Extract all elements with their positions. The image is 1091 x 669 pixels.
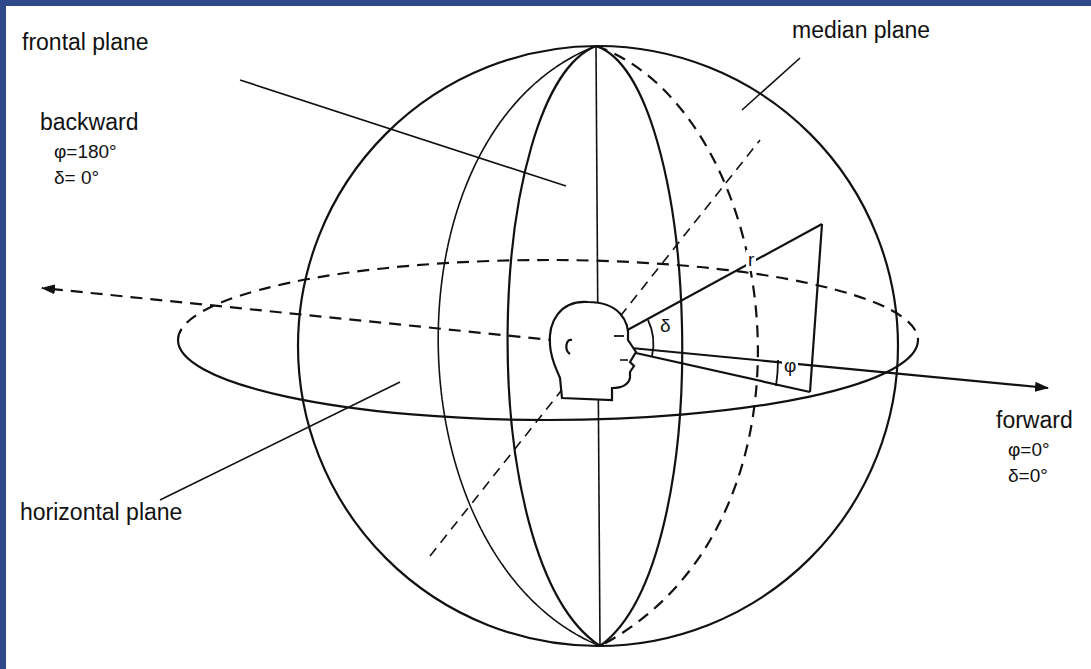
plane-label: median plane bbox=[792, 18, 930, 43]
elevation-arc bbox=[648, 320, 653, 356]
slide-border bbox=[0, 0, 1091, 6]
radius-line bbox=[600, 224, 822, 345]
leader-line bbox=[240, 80, 566, 186]
forward-arrow bbox=[600, 345, 1048, 388]
azimuth-arc bbox=[776, 360, 778, 386]
projection-line bbox=[810, 224, 822, 392]
angle-value: φ=180° bbox=[54, 142, 117, 163]
plane-label: frontal plane bbox=[22, 30, 149, 55]
slide-border bbox=[0, 0, 6, 669]
radius-symbol: r bbox=[746, 250, 756, 271]
backward-arrow bbox=[42, 288, 600, 345]
plane-label: horizontal plane bbox=[20, 500, 182, 525]
azimuth-symbol: φ bbox=[782, 356, 798, 377]
angle-value: δ=0° bbox=[1008, 466, 1048, 487]
angle-value: δ= 0° bbox=[54, 168, 99, 189]
angle-value: φ=0° bbox=[1008, 440, 1050, 461]
leader-line bbox=[160, 382, 400, 500]
direction-label: forward bbox=[996, 408, 1073, 433]
elevation-symbol: δ bbox=[658, 316, 673, 337]
sphere-outline bbox=[298, 46, 898, 646]
horizontal-plane-back bbox=[178, 260, 918, 340]
direction-label: backward bbox=[40, 110, 138, 135]
leader-line bbox=[742, 58, 800, 110]
lateral-axis bbox=[430, 140, 760, 556]
head-figure bbox=[550, 302, 636, 400]
